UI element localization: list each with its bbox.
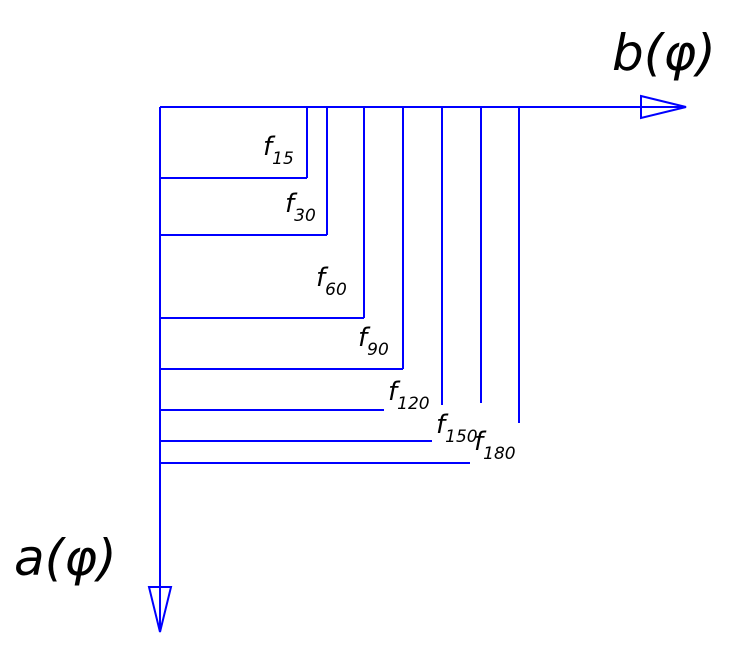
vertical-axis-arrowhead (147, 586, 173, 633)
horizontal-axis-arrowhead (640, 94, 687, 120)
curve-f180-label-subscript: 180 (483, 444, 515, 464)
curve-f15-label: f15 (263, 132, 294, 169)
curve-f150-label: f150 (436, 410, 478, 447)
curve-f60-label-subscript: 60 (325, 280, 347, 300)
curve-f120-label-subscript: 120 (397, 394, 429, 414)
curve-f30-label-subscript: 30 (294, 206, 316, 226)
curve-f180-label: f180 (474, 427, 516, 464)
curve-f90-label: f90 (358, 323, 389, 360)
curve-f150-label-subscript: 150 (445, 427, 477, 447)
curve-f90-label-subscript: 90 (367, 340, 389, 360)
curve-f120-label: f120 (388, 377, 430, 414)
curve-f30-label: f30 (285, 189, 316, 226)
curve-f60-label: f60 (316, 263, 347, 300)
curve-f15-label-subscript: 15 (272, 149, 294, 169)
horizontal-axis-label: b(φ) (612, 24, 716, 82)
vertical-axis-label: a(φ) (14, 529, 117, 587)
